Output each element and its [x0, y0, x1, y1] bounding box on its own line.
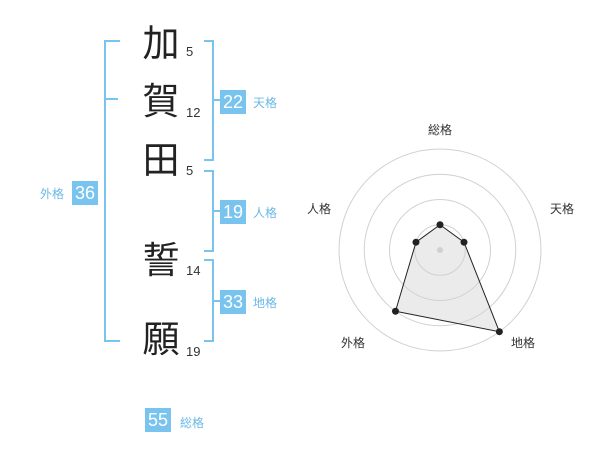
name-char-5: 願 [142, 318, 180, 361]
chikaku-bracket-tick [212, 300, 220, 302]
gaikaku-bracket-tick [104, 98, 118, 100]
stroke-count-1: 5 [186, 44, 194, 59]
gaikaku-value-badge: 36 [72, 181, 99, 205]
stroke-count-2: 12 [186, 105, 201, 120]
radar-point-3 [391, 307, 399, 315]
stroke-count-4: 14 [186, 263, 201, 278]
radar-ring [414, 224, 466, 276]
jinkaku-label: 人格 [253, 206, 278, 220]
radar-ring [338, 148, 542, 352]
chikaku-value-badge: 33 [220, 290, 247, 314]
radar-point-1 [460, 238, 468, 246]
name-char-4: 誓 [142, 239, 180, 282]
gaikaku-label: 外格 [40, 187, 65, 201]
radar-axis-label-soukaku: 総格 [428, 123, 453, 137]
stroke-count-5: 19 [186, 344, 201, 359]
radar-axis-label-jinkaku: 人格 [307, 202, 332, 216]
radar-center-dot [437, 247, 443, 253]
radar-point-2 [495, 328, 503, 336]
radar-ring [363, 173, 517, 327]
radar-axis-label-gaikaku: 外格 [341, 336, 366, 350]
radar-series-polygon [394, 224, 501, 333]
jinkaku-value-badge: 19 [220, 200, 247, 224]
radar-axis-label-chikaku: 地格 [511, 336, 536, 350]
stroke-count-3: 5 [186, 163, 194, 178]
tenkaku-label: 天格 [253, 96, 278, 110]
radar-ring [389, 199, 491, 301]
radar-axis-label-tenkaku: 天格 [550, 202, 575, 216]
soukaku-label: 総格 [180, 416, 205, 430]
soukaku-value-badge: 55 [145, 408, 172, 432]
gaikaku-bracket [104, 40, 120, 342]
jinkaku-bracket-tick [212, 210, 220, 212]
radar-point-0 [436, 221, 444, 229]
tenkaku-bracket-tick [212, 99, 220, 101]
name-char-3: 田 [142, 139, 180, 182]
tenkaku-value-badge: 22 [220, 90, 247, 114]
radar-point-4 [412, 238, 420, 246]
name-char-2: 賀 [142, 80, 180, 123]
chikaku-label: 地格 [253, 296, 278, 310]
name-char-1: 加 [142, 22, 180, 65]
